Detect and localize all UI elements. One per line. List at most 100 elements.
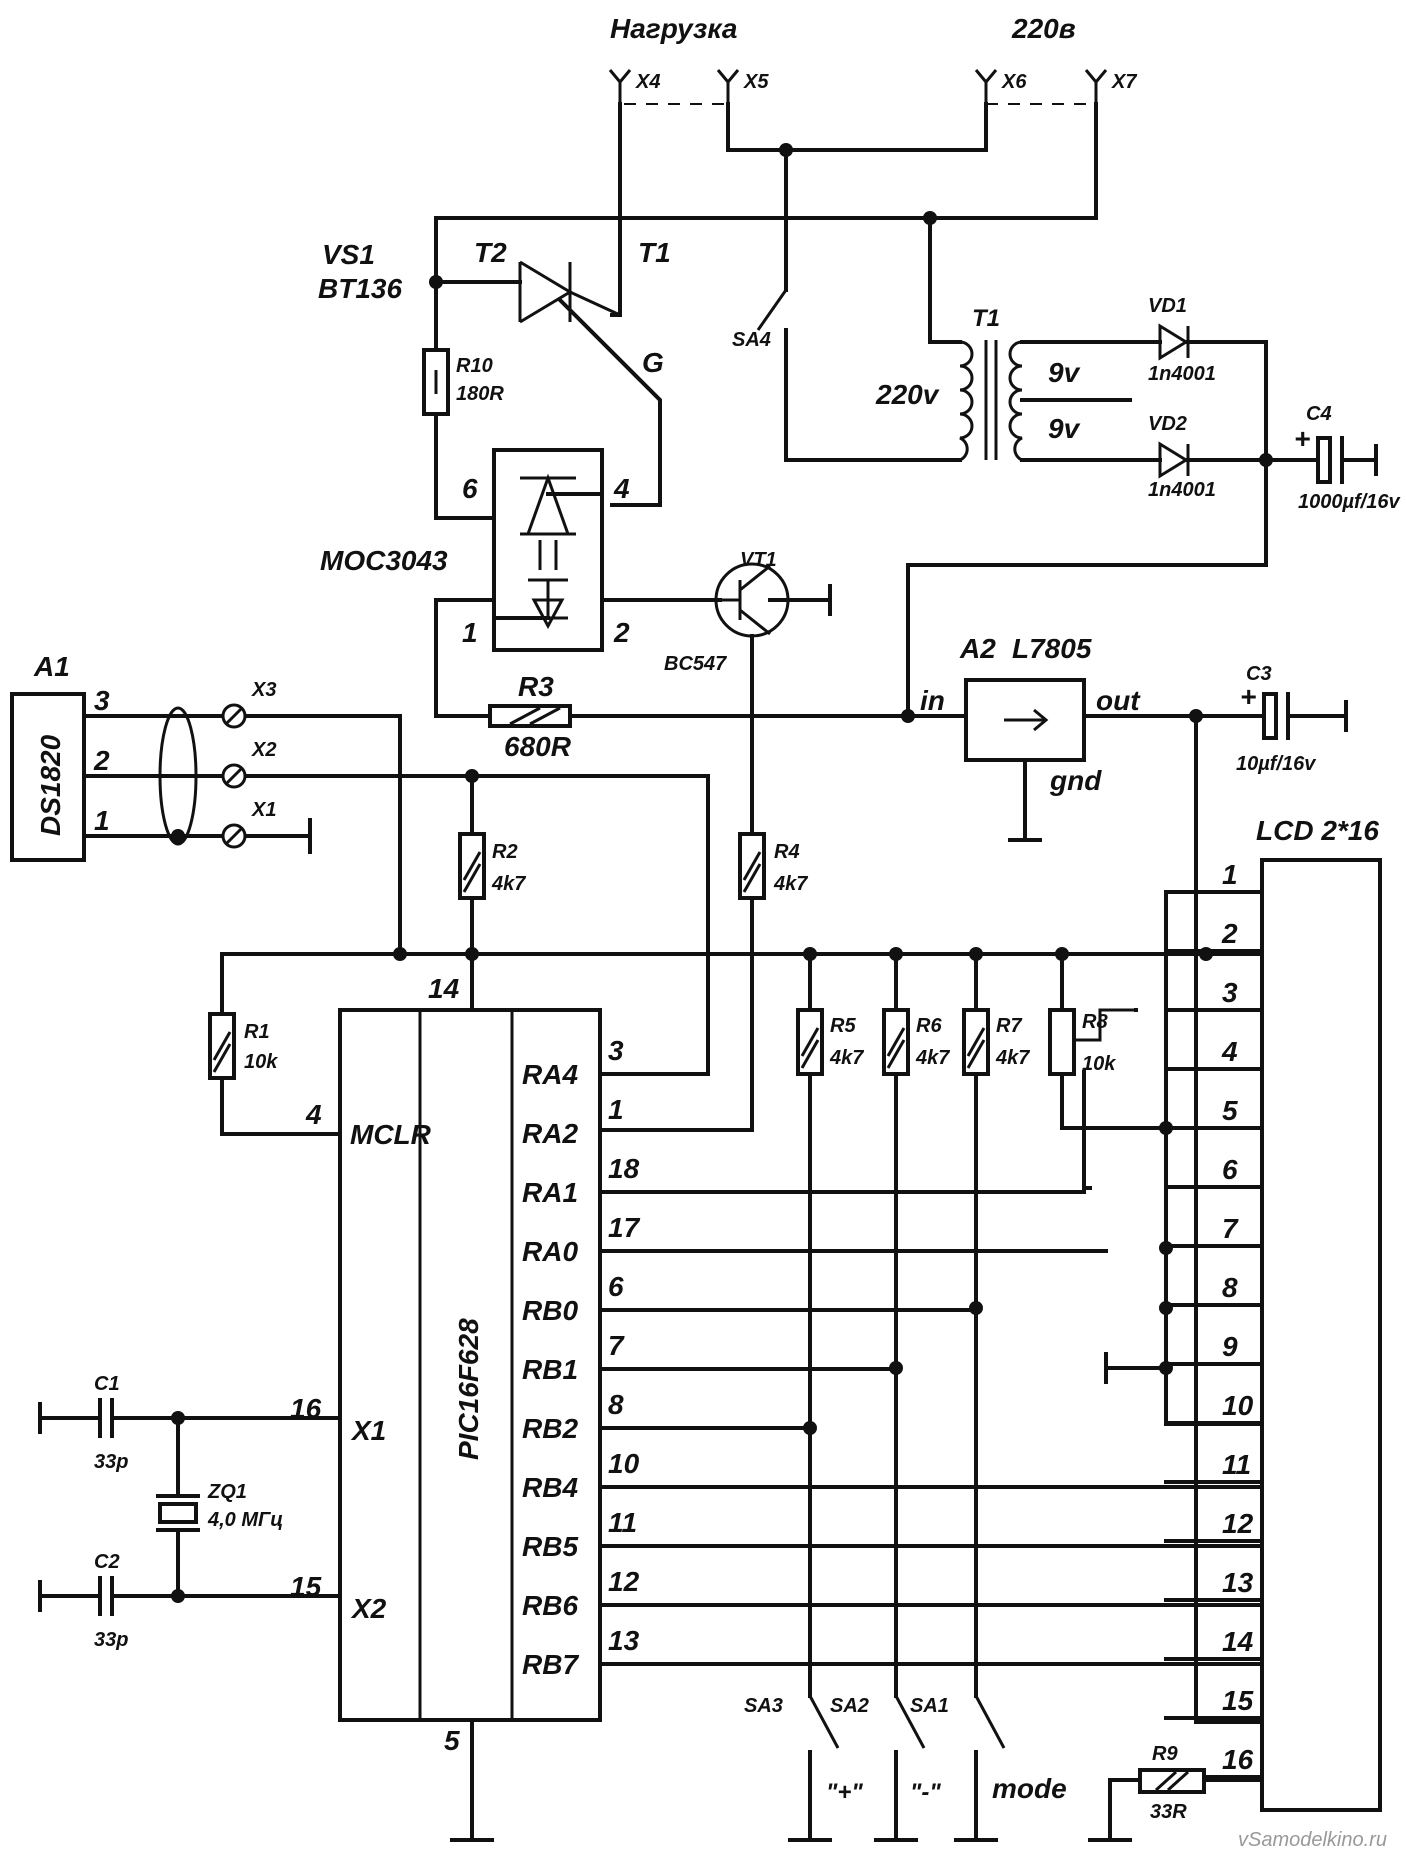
diodes: VD1 1n4001 VD2 1n4001 (1148, 295, 1273, 501)
sensor-pin1: 1 (94, 805, 110, 836)
lcd-title: LCD 2*16 (1256, 815, 1379, 846)
c4-value: 1000µf/16v (1298, 491, 1401, 513)
r7-value: 4k7 (995, 1047, 1030, 1069)
c4-plus: + (1294, 423, 1310, 454)
plus-label: "+" (826, 1779, 863, 1806)
sa3-label: SA3 (744, 1695, 783, 1717)
sa2-label: SA2 (830, 1695, 869, 1717)
zq1-value: 4,0 МГц (207, 1509, 283, 1531)
vt1-label: VT1 (740, 549, 777, 571)
lcd-pin-number: 6 (1222, 1154, 1238, 1185)
mcu-label: PIC16F628 (453, 1318, 484, 1460)
sa4-label: SA4 (732, 329, 771, 351)
lcd-pin-number: 3 (1222, 977, 1238, 1008)
transformer-t1: T1 220v 9v 9v (875, 216, 1162, 462)
triac-vs1: VS1 BT136 T2 T1 G (318, 216, 671, 507)
lcd-pin-number: 12 (1222, 1508, 1254, 1539)
lcd-pin-number: 8 (1222, 1272, 1238, 1303)
bc547-label: BC547 (664, 653, 727, 675)
ds1820-label: DS1820 (35, 734, 66, 836)
opto-pin4: 4 (613, 473, 630, 504)
mcu-pin-number: 17 (608, 1212, 641, 1243)
switch-sa4[interactable]: SA4 (732, 216, 962, 462)
mcu-pin-rb1: RB1 (522, 1354, 578, 1385)
regulator-l7805: R3 680R A2 L7805 in out gnd (488, 458, 1268, 842)
lcd-pin-number: 1 (1222, 859, 1238, 890)
resistor-r2: R2 4k7 (458, 774, 526, 1012)
r9-value: 33R (1150, 1801, 1187, 1823)
terminal-x3 (221, 703, 247, 729)
terminal-x1 (221, 823, 247, 849)
c2-value: 33p (94, 1629, 128, 1651)
r10-value: 180R (456, 383, 504, 405)
r8-label: R8 (1082, 1011, 1108, 1033)
mcu-pin-rb6: RB6 (522, 1590, 578, 1621)
mcu-pin-number: 3 (608, 1035, 624, 1066)
lcd-pin-number: 13 (1222, 1567, 1254, 1598)
watermark: vSamodelkino.ru (1238, 1829, 1387, 1851)
opto-pin1: 1 (462, 617, 478, 648)
switch-sa2[interactable]: SA2 "-" (830, 1695, 941, 1842)
reg-gnd: gnd (1049, 765, 1102, 796)
c1-value: 33p (94, 1451, 128, 1473)
c2-label: C2 (94, 1551, 120, 1573)
mcu-pin-rb4: RB4 (522, 1472, 578, 1503)
capacitor-c4: + C4 1000µf/16v (1264, 403, 1401, 513)
c3-label: C3 (1246, 663, 1272, 685)
x3-label: X3 (251, 679, 276, 701)
r6-value: 4k7 (915, 1047, 950, 1069)
t1-transformer-label: T1 (972, 305, 1000, 332)
c4-label: C4 (1306, 403, 1332, 425)
oscillator: C1 33p C2 33p ZQ1 4,0 МГц (38, 1373, 342, 1651)
pin5: 5 (444, 1725, 460, 1756)
load-terminals: Нагрузка 220в X4 X5 X6 X7 (608, 13, 1137, 105)
mcu-pin-ra1: RA1 (522, 1177, 578, 1208)
optocoupler: 6 4 1 2 MOC3043 (320, 448, 722, 718)
a2-label: A2 (959, 633, 996, 664)
sa1-label: SA1 (910, 1695, 949, 1717)
r4-value: 4k7 (773, 873, 808, 895)
r5-value: 4k7 (829, 1047, 864, 1069)
reg-out: out (1096, 685, 1141, 716)
x2-pin-label: X2 (350, 1593, 387, 1624)
r7-label: R7 (996, 1015, 1022, 1037)
resistor-r1: R1 10k (208, 952, 342, 1136)
x6-label: X6 (1001, 71, 1027, 93)
r3-label: R3 (518, 671, 554, 702)
t1-label: T1 (638, 237, 671, 268)
r5-label: R5 (830, 1015, 856, 1037)
mains-wiring (434, 102, 1098, 317)
mcu-pic16f628: PIC16F628 MCLR X1 X2 4 14 16 15 5 RA43RA… (290, 973, 1264, 1842)
lcd-pin-number: 4 (1221, 1036, 1238, 1067)
mcu-pin-ra2: RA2 (522, 1118, 578, 1149)
mcu-pin-number: 18 (608, 1153, 640, 1184)
load-label: Нагрузка (610, 13, 737, 44)
lcd-pin-number: 14 (1222, 1626, 1254, 1657)
mcu-pin-ra4: RA4 (522, 1059, 578, 1090)
mcu-pin-rb2: RB2 (522, 1413, 578, 1444)
switch-sa1[interactable]: SA1 mode (910, 1695, 1067, 1842)
switch-sa3[interactable]: SA3 "+" (744, 1695, 863, 1842)
lcd-pin-number: 5 (1222, 1095, 1238, 1126)
r9-label: R9 (1152, 1743, 1178, 1765)
capacitor-c3: + C3 10µf/16v (1194, 663, 1348, 775)
r3-value: 680R (504, 731, 572, 762)
x2-label: X2 (251, 739, 276, 761)
mcu-pin-number: 11 (608, 1507, 637, 1538)
transistor-vt1: VT1 BC547 (664, 549, 832, 836)
mcu-pin-rb5: RB5 (522, 1531, 578, 1562)
sensor-pin3: 3 (94, 685, 110, 716)
r2-value: 4k7 (491, 873, 526, 895)
a1-label: A1 (33, 651, 70, 682)
r10-label: R10 (456, 355, 493, 377)
x1-label: X1 (251, 799, 276, 821)
c3-plus: + (1240, 681, 1256, 712)
lcd-pin-number: 2 (1221, 918, 1238, 949)
r8-value: 10k (1082, 1053, 1116, 1075)
vd2-part: 1n4001 (1148, 479, 1216, 501)
c1-label: C1 (94, 1373, 120, 1395)
mcu-pin-rb7: RB7 (522, 1649, 579, 1680)
